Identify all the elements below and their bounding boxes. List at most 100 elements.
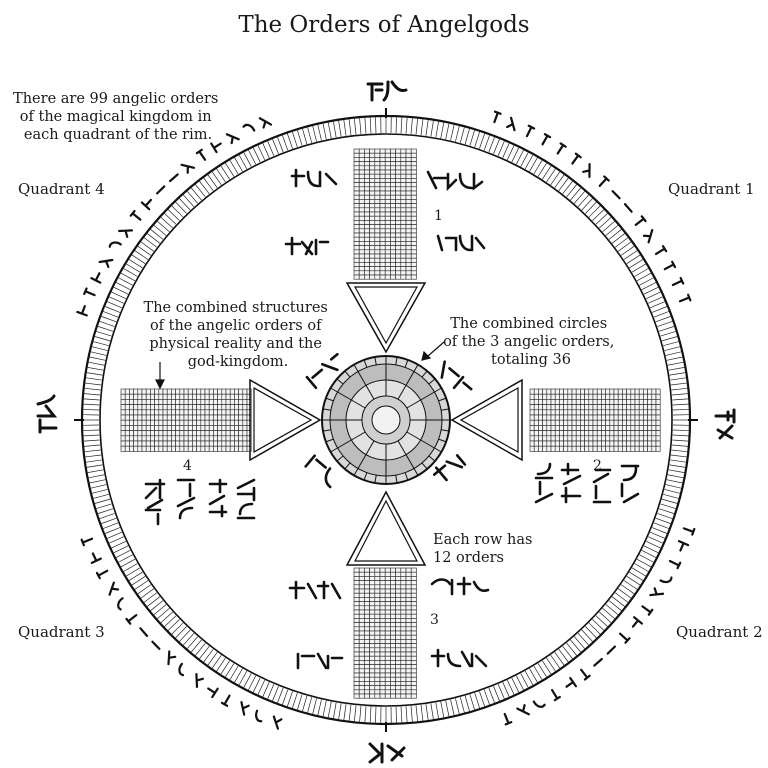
order-cell [533, 425, 539, 431]
rim-tick [595, 213, 608, 225]
order-cell [390, 601, 396, 607]
order-cell [630, 399, 636, 405]
order-cell [384, 592, 391, 598]
order-cell [529, 430, 535, 437]
order-cell [171, 414, 176, 421]
order-cell [353, 588, 360, 594]
order-cell [400, 668, 407, 674]
order-cell [529, 435, 535, 442]
rim-tick [592, 209, 605, 221]
order-cell [379, 161, 386, 167]
rim-tick [317, 699, 322, 716]
order-cell [179, 404, 185, 411]
order-cell [133, 425, 139, 431]
rim-script-mark [118, 229, 133, 238]
order-cell [192, 414, 197, 421]
order-cell [410, 165, 417, 171]
order-cell [137, 399, 143, 405]
order-cell [638, 440, 644, 447]
order-cell [563, 409, 569, 416]
order-cell [242, 409, 248, 416]
order-cell [410, 672, 417, 678]
order-cell [533, 414, 539, 421]
order-cell [374, 651, 381, 657]
order-cell [384, 647, 391, 653]
order-cell [217, 430, 223, 437]
order-cell [353, 609, 360, 615]
order-cell [379, 693, 386, 699]
rim-tick [430, 703, 434, 720]
order-cell [617, 393, 623, 400]
order-cell [638, 425, 644, 431]
order-cell [384, 270, 391, 276]
rim-tick [277, 687, 284, 704]
order-cell [358, 173, 365, 179]
order-cell [647, 435, 653, 442]
glyph-word-top-right-2 [436, 234, 486, 252]
order-cell [364, 236, 370, 242]
order-cell [395, 157, 402, 162]
order-cell [609, 399, 615, 405]
order-cell [395, 257, 402, 263]
order-cell [571, 404, 577, 411]
rim-tick [672, 409, 689, 411]
order-cell [655, 425, 661, 431]
order-cell [204, 399, 210, 405]
rim-tick [94, 336, 111, 342]
order-cell [171, 399, 176, 405]
rim-tick [425, 119, 429, 136]
order-cell [596, 404, 602, 411]
order-cell [379, 270, 386, 276]
order-cell [405, 215, 412, 221]
order-cell [390, 228, 396, 234]
order-cell [410, 232, 417, 238]
order-cell [390, 664, 396, 670]
rim-tick [661, 336, 678, 342]
order-cell [242, 425, 248, 431]
order-cell [379, 664, 386, 670]
order-cell [634, 445, 640, 452]
order-cell [141, 445, 147, 452]
order-cell [374, 597, 381, 602]
rim-tick [111, 291, 127, 300]
order-cell [584, 435, 590, 442]
order-cell [410, 178, 417, 183]
order-cell [242, 388, 248, 395]
order-cell [626, 425, 632, 431]
rim-tick [660, 331, 676, 337]
rim-tick [83, 398, 100, 401]
center-order-mark [325, 438, 334, 443]
rim-tick [353, 118, 357, 135]
order-cell [379, 588, 386, 594]
rim-tick [497, 684, 505, 700]
order-cell [358, 178, 365, 183]
order-cell [390, 639, 396, 644]
arm-number-2: 2 [593, 458, 602, 474]
order-cell [225, 435, 231, 442]
order-cell [400, 601, 407, 607]
rim-script-mark [240, 701, 250, 716]
rim-tick [655, 517, 671, 524]
rim-script-mark [117, 597, 124, 611]
order-cell [647, 414, 653, 421]
order-cell [364, 664, 370, 670]
order-cell [208, 419, 214, 426]
order-cell [374, 643, 381, 649]
rim-tick [520, 152, 529, 167]
rim-script-mark [180, 163, 196, 174]
circles-arrow [421, 341, 445, 361]
order-cell [651, 440, 657, 447]
order-cell [588, 409, 594, 416]
order-cell [364, 253, 370, 259]
order-cell [364, 676, 370, 682]
order-cell [196, 435, 202, 442]
order-cell [358, 618, 365, 623]
rim-tick [595, 615, 608, 627]
rim-tick [333, 121, 337, 138]
order-cell [225, 393, 231, 400]
order-cell [166, 435, 172, 442]
rim-tick [97, 508, 114, 514]
order-cell [120, 435, 126, 442]
order-cell [364, 651, 370, 657]
order-cell [179, 425, 185, 431]
